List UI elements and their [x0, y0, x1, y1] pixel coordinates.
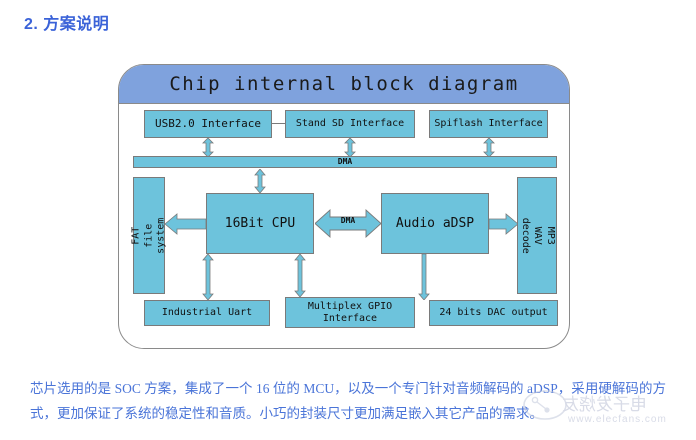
- block-spiflash-interface[interactable]: Spiflash Interface: [429, 110, 548, 138]
- arrow-sd-to-dma-bus: [343, 138, 357, 157]
- arrow-cpu-to-industrial-uart: [201, 254, 215, 300]
- arrow-dma-bus-to-cpu: [253, 169, 267, 193]
- block-fat-file-system-label: FAT file system: [130, 217, 167, 254]
- arrow-usb-to-dma-bus: [201, 138, 215, 157]
- arrow-cpu-to-adsp-dma: [315, 207, 381, 240]
- block-mp3-wav-decode-label: MP3 WAV decode: [519, 217, 556, 254]
- arrow-cpu-to-multiplex-gpio: [293, 254, 307, 297]
- arrow-cpu-to-fat: [165, 213, 206, 235]
- block-dma-bus-label: DMA: [337, 157, 353, 167]
- block-mp3-wav-decode[interactable]: MP3 WAV decode: [517, 177, 557, 294]
- connector-usb-sd: [272, 123, 285, 124]
- block-multiplex-gpio-interface[interactable]: Multiplex GPIO Interface: [285, 297, 415, 328]
- block-multiplex-gpio-interface-label: Multiplex GPIO Interface: [307, 300, 393, 324]
- block-24bits-dac-output[interactable]: 24 bits DAC output: [429, 300, 558, 326]
- block-dma-bus[interactable]: DMA: [133, 156, 557, 168]
- arrow-adsp-to-dac-output: [417, 254, 431, 300]
- block-fat-file-system[interactable]: FAT file system: [130, 177, 167, 294]
- block-industrial-uart[interactable]: Industrial Uart: [144, 300, 270, 326]
- diagram-header: Chip internal block diagram: [119, 65, 569, 104]
- diagram-title: Chip internal block diagram: [169, 73, 519, 95]
- chip-block-diagram: Chip internal block diagram USB2.0 Inter…: [118, 64, 570, 349]
- description-paragraph: 芯片选用的是 SOC 方案，集成了一个 16 位的 MCU，以及一个专门针对音频…: [30, 381, 666, 421]
- block-stand-sd-interface[interactable]: Stand SD Interface: [285, 110, 415, 138]
- block-spiflash-interface-label: Spiflash Interface: [434, 118, 543, 130]
- arrow-adsp-to-mp3-decode: [489, 213, 518, 235]
- arrow-cpu-to-adsp-dma-label: DMA: [340, 216, 356, 225]
- block-usb-interface[interactable]: USB2.0 Interface: [144, 110, 272, 138]
- block-audio-adsp-label: Audio aDSP: [395, 215, 475, 231]
- arrow-spiflash-to-dma-bus: [482, 138, 496, 157]
- block-industrial-uart-label: Industrial Uart: [161, 307, 253, 319]
- block-audio-adsp[interactable]: Audio aDSP: [381, 193, 489, 254]
- block-stand-sd-interface-label: Stand SD Interface: [295, 118, 405, 130]
- block-16bit-cpu-label: 16Bit CPU: [224, 215, 296, 231]
- block-usb-interface-label: USB2.0 Interface: [155, 116, 261, 130]
- block-24bits-dac-output-label: 24 bits DAC output: [439, 307, 548, 319]
- page-title: 2. 方案说明: [24, 16, 110, 33]
- block-16bit-cpu[interactable]: 16Bit CPU: [206, 193, 314, 254]
